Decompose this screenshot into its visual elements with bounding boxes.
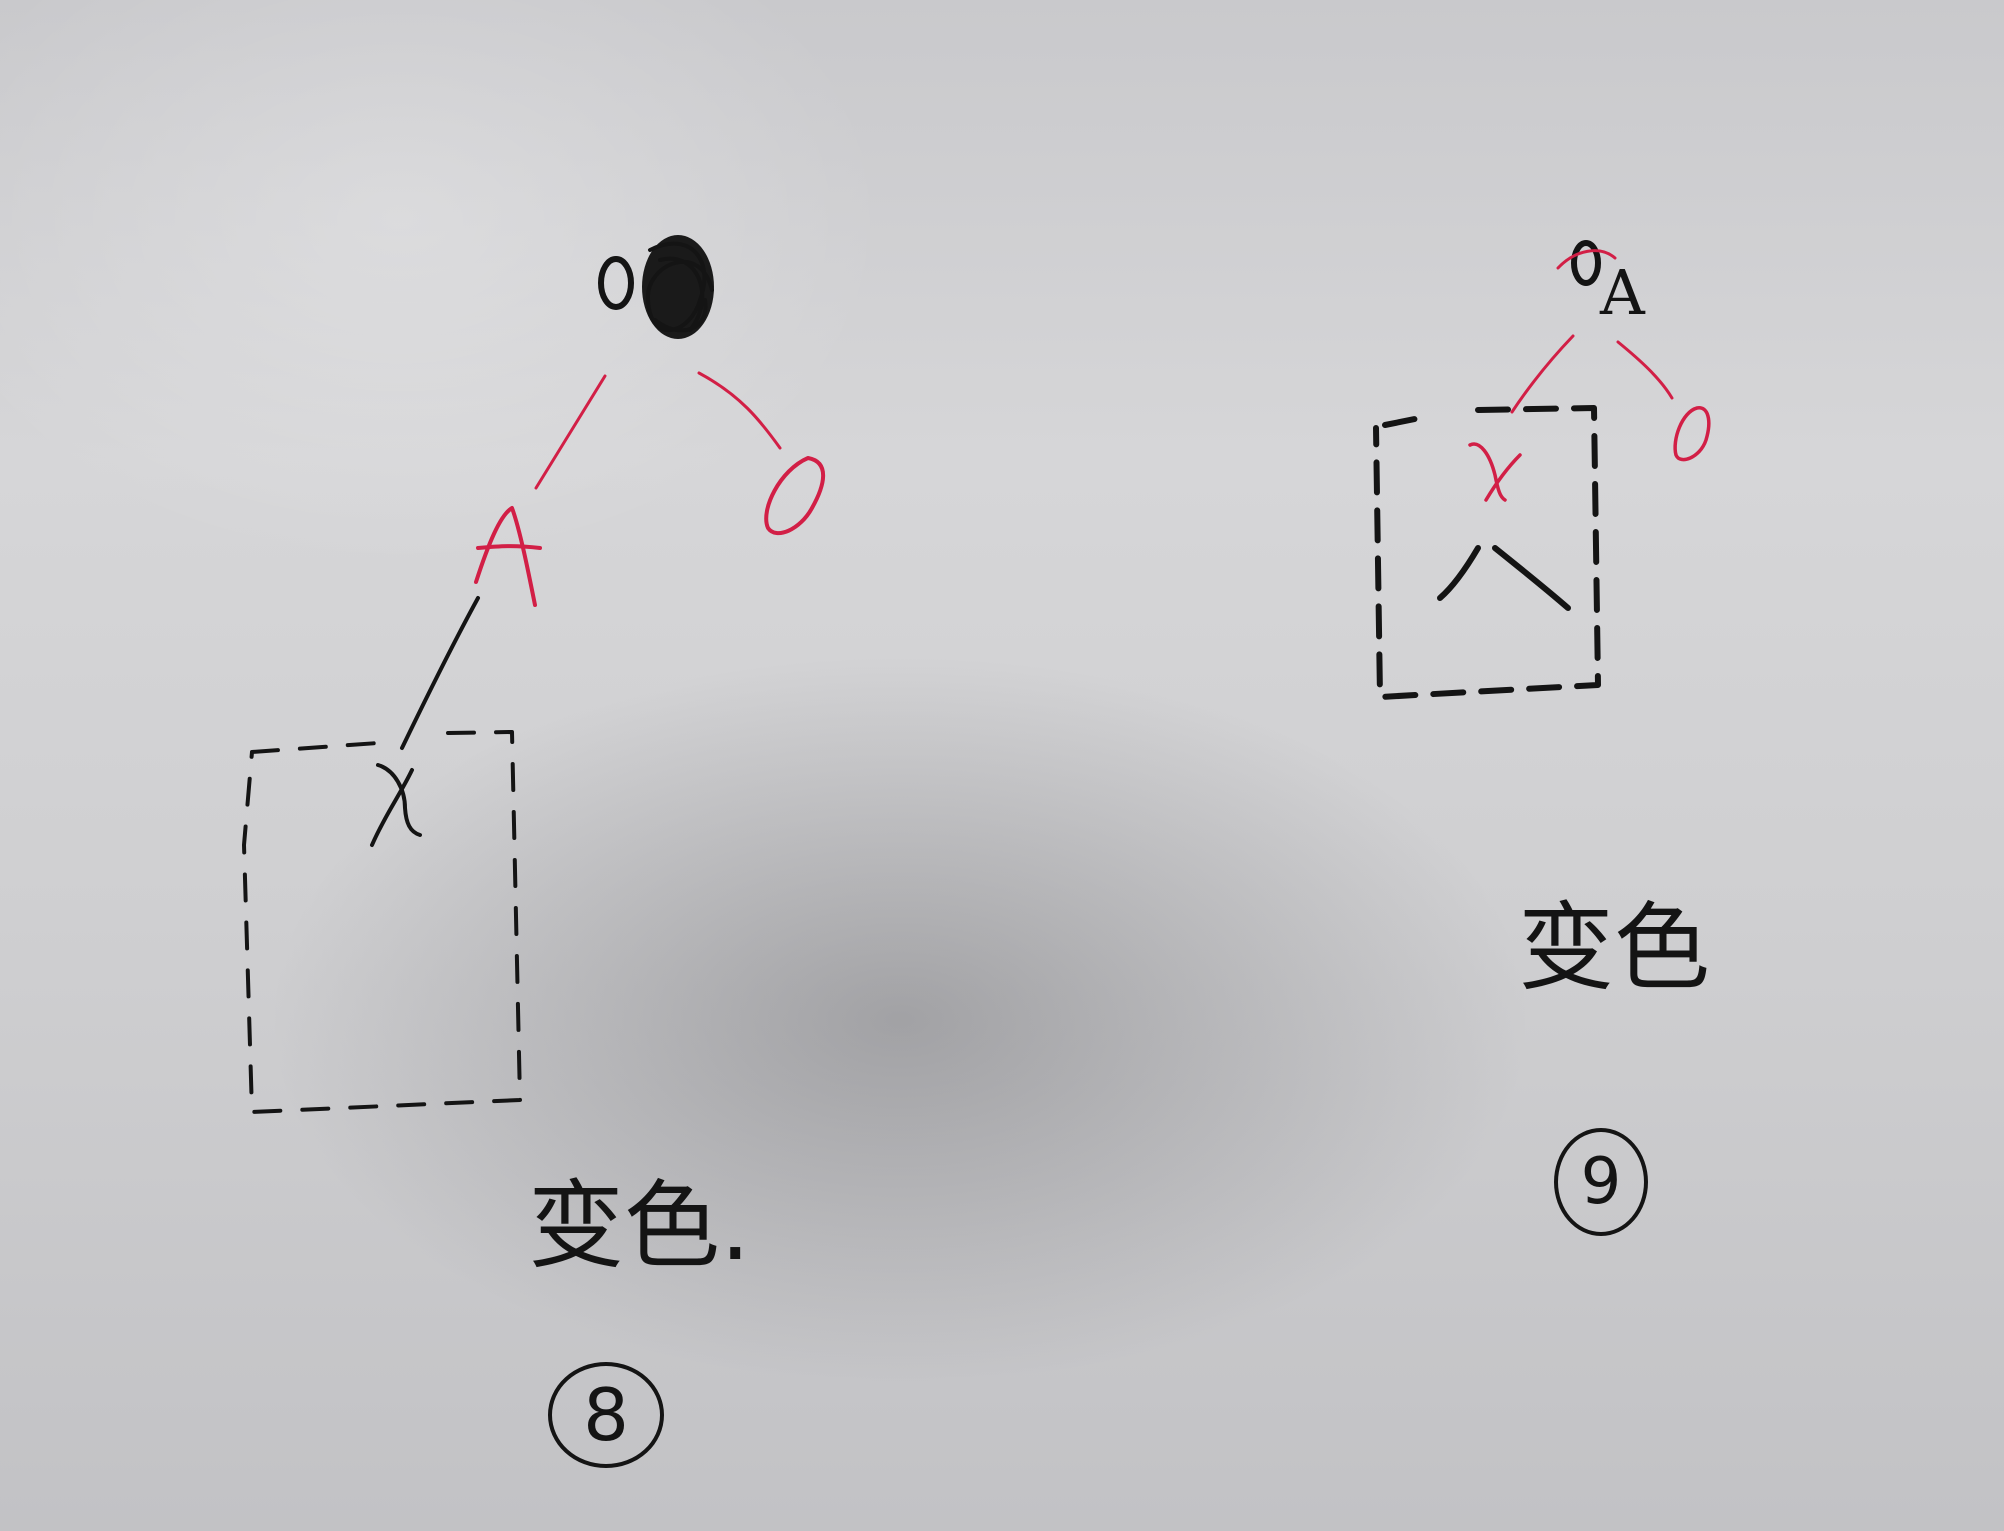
d8-edge-root-right	[697, 371, 782, 450]
d8-right-child-node	[764, 456, 826, 536]
d9-subtree-box	[1373, 405, 1601, 700]
d8-root-scribble	[642, 235, 714, 339]
d8-step-badge: 8	[548, 1362, 664, 1468]
d8-edge-a-x	[400, 596, 480, 750]
d9-edge-root-right	[1616, 340, 1674, 400]
d9-caption: 变色	[1518, 892, 1710, 1004]
d8-edge-root-left	[534, 374, 607, 490]
d9-root-strikeout	[1556, 240, 1617, 286]
d8-caption: 变色.	[528, 1170, 751, 1282]
d8-subtree-box	[242, 730, 522, 1114]
d8-step-number: 8	[583, 1373, 629, 1457]
d9-edge-root-left	[1510, 334, 1575, 414]
d8-root-node	[598, 235, 714, 339]
d9-subtree-stroke-right	[1492, 545, 1571, 611]
d9-step-badge: 9	[1554, 1128, 1648, 1236]
d9-x-node	[1468, 442, 1522, 502]
d9-subtree-stroke-left	[1437, 545, 1481, 601]
d9-root-label: A	[1600, 256, 1645, 329]
d9-right-child-node	[1673, 406, 1711, 462]
d8-x-node	[370, 763, 422, 847]
d8-left-child-node	[474, 506, 542, 607]
d9-step-number: 9	[1580, 1145, 1622, 1219]
